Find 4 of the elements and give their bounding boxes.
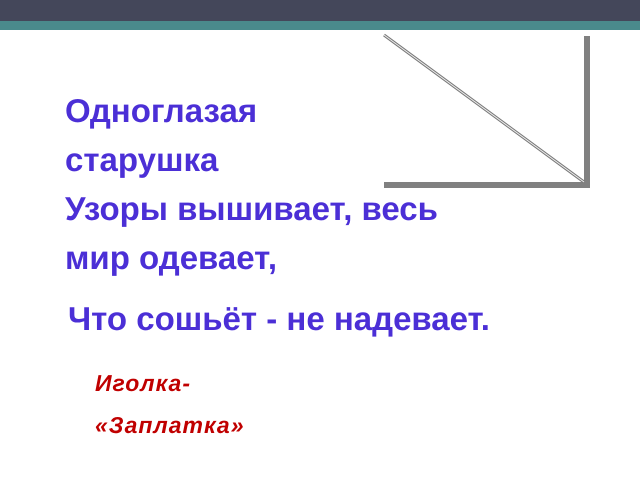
- riddle-line: Что сошьёт - не надевает.: [68, 299, 491, 339]
- answer-text: Иголка- «Заплатка»: [95, 369, 246, 440]
- riddle-line: Одноглазая старушка: [65, 91, 258, 180]
- riddle-line: Узоры вышивает, весь мир одевает,: [65, 189, 439, 278]
